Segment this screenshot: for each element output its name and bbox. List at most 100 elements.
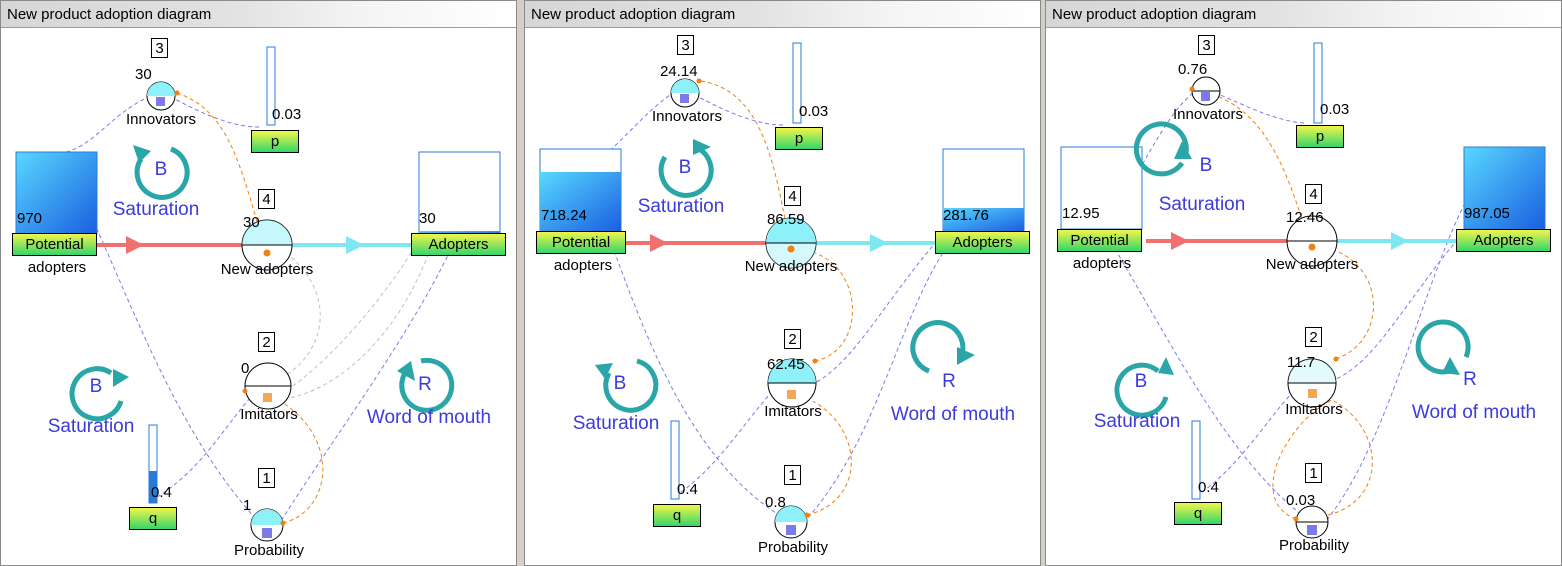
q-box[interactable]: q — [1174, 502, 1222, 525]
q-slider[interactable] — [670, 420, 680, 500]
loop-right-word: Word of mouth — [366, 407, 492, 428]
index-probability: 1 — [258, 468, 275, 488]
panel-title: New product adoption diagram — [1052, 6, 1257, 23]
link-adopters-probability — [804, 206, 986, 522]
imitators-value: 0 — [241, 360, 250, 377]
probability-converter — [250, 508, 286, 542]
probability-label: Probability — [757, 539, 829, 556]
imitators-value: 62.45 — [767, 356, 805, 373]
loop-right-word: Word of mouth — [1411, 402, 1537, 423]
p-slider[interactable] — [266, 46, 276, 126]
index-innovators: 3 — [151, 38, 168, 58]
panel-title-bar: New product adoption diagram — [1, 1, 516, 28]
index-imitators: 2 — [258, 332, 275, 352]
loop-icon-right — [910, 320, 966, 374]
potential-label: adopters — [27, 259, 87, 276]
flow-in-arrow — [650, 234, 668, 252]
q-box[interactable]: q — [653, 504, 701, 527]
link-adopters-probability — [1325, 146, 1507, 522]
p-slider[interactable] — [792, 42, 802, 124]
index-innovators: 3 — [1198, 35, 1215, 55]
index-new-adopters: 4 — [258, 189, 275, 209]
potential-label: adopters — [553, 257, 613, 274]
index-new-adopters: 4 — [784, 186, 801, 206]
imitators-label: Imitators — [764, 403, 822, 420]
link-p-innovators — [170, 96, 260, 128]
flow-out-arrow — [1391, 232, 1409, 250]
loop-top-letter: B — [678, 157, 692, 178]
p-value: 0.03 — [272, 106, 302, 123]
link-adopters-imitators — [282, 246, 416, 394]
index-innovators: 3 — [677, 35, 694, 55]
innovators-label: Innovators — [651, 108, 723, 125]
adopters-stock — [1463, 146, 1546, 230]
innovators-label: Innovators — [125, 111, 197, 128]
probability-label: Probability — [233, 542, 305, 559]
adopters-stock-fill — [943, 208, 1024, 231]
imitators-label: Imitators — [240, 406, 298, 423]
imitators-converter — [1287, 356, 1339, 408]
link-p-innovators — [1215, 92, 1305, 124]
potential-box[interactable]: Potential — [536, 231, 626, 254]
adopters-box[interactable]: Adopters — [411, 233, 506, 256]
link-probability-imitators — [282, 402, 324, 524]
p-box[interactable]: p — [775, 127, 823, 150]
new-adopters-value: 30 — [243, 214, 260, 231]
loop-icon-top — [1133, 121, 1189, 177]
potential-box[interactable]: Potential — [12, 233, 97, 256]
loop-top-word: Saturation — [1158, 194, 1246, 215]
link-probability-imitators — [806, 400, 852, 516]
loop-icon-right-head — [957, 347, 975, 365]
q-box[interactable]: q — [129, 507, 177, 530]
p-slider[interactable] — [1313, 42, 1323, 124]
link-probability-imitators-2 — [1327, 400, 1373, 516]
p-value: 0.03 — [1320, 101, 1350, 118]
loop-top-word: Saturation — [637, 196, 725, 217]
loop-icon-top — [658, 144, 714, 198]
adopters-stock — [418, 151, 501, 235]
panel-title-bar: New product adoption diagram — [525, 1, 1040, 28]
new-adopters-value: 12.46 — [1286, 209, 1324, 226]
p-box[interactable]: p — [251, 130, 299, 153]
imitators-converter — [242, 362, 292, 410]
p-value: 0.03 — [799, 103, 829, 120]
link-imitators-newadopters — [814, 252, 853, 362]
loop-icon-top-head — [693, 139, 711, 155]
link-adopters-imitators-2 — [282, 246, 432, 400]
link-innovators-newadopters — [700, 80, 790, 240]
innovators-converter — [146, 81, 180, 111]
index-imitators: 2 — [1305, 327, 1322, 347]
loop-icon-top-head — [133, 145, 151, 163]
probability-value: 0.03 — [1286, 492, 1316, 509]
imitators-value: 11.7 — [1287, 354, 1316, 371]
q-slider[interactable] — [1191, 420, 1201, 500]
adopters-box[interactable]: Adopters — [935, 231, 1030, 254]
link-adopters-imitators — [814, 240, 938, 384]
loop-icon-top-head — [1174, 141, 1192, 159]
flow-out-arrow — [870, 234, 888, 252]
loop-right-letter: R — [1463, 369, 1477, 390]
q-value: 0.4 — [677, 481, 698, 498]
adopters-box[interactable]: Adopters — [1456, 229, 1551, 252]
new-adopters-valve — [1286, 215, 1338, 267]
link-p-innovators — [694, 94, 784, 126]
new-adopters-valve — [765, 217, 817, 269]
link-q-imitators — [1195, 392, 1293, 497]
probability-value: 1 — [243, 497, 252, 514]
loop-left-letter: B — [613, 373, 627, 394]
loop-right-letter: R — [942, 371, 956, 392]
loop-icon-top — [134, 146, 190, 200]
innovators-value: 24.14 — [660, 63, 698, 80]
loop-icon-left-head — [1158, 357, 1174, 375]
link-potential-innovators — [58, 96, 150, 154]
p-box[interactable]: p — [1296, 125, 1344, 148]
loop-icon-left — [69, 366, 124, 422]
link-imitators-newadopters — [1335, 250, 1374, 360]
q-value: 0.4 — [151, 484, 172, 501]
loop-left-letter: B — [1134, 371, 1148, 392]
new-adopters-label: New adopters — [220, 261, 314, 278]
diagram-panel-1: New product adoption diagram — [0, 0, 517, 566]
imitators-converter — [767, 358, 818, 408]
potential-box[interactable]: Potential — [1057, 229, 1142, 252]
innovators-label: Innovators — [1172, 106, 1244, 123]
